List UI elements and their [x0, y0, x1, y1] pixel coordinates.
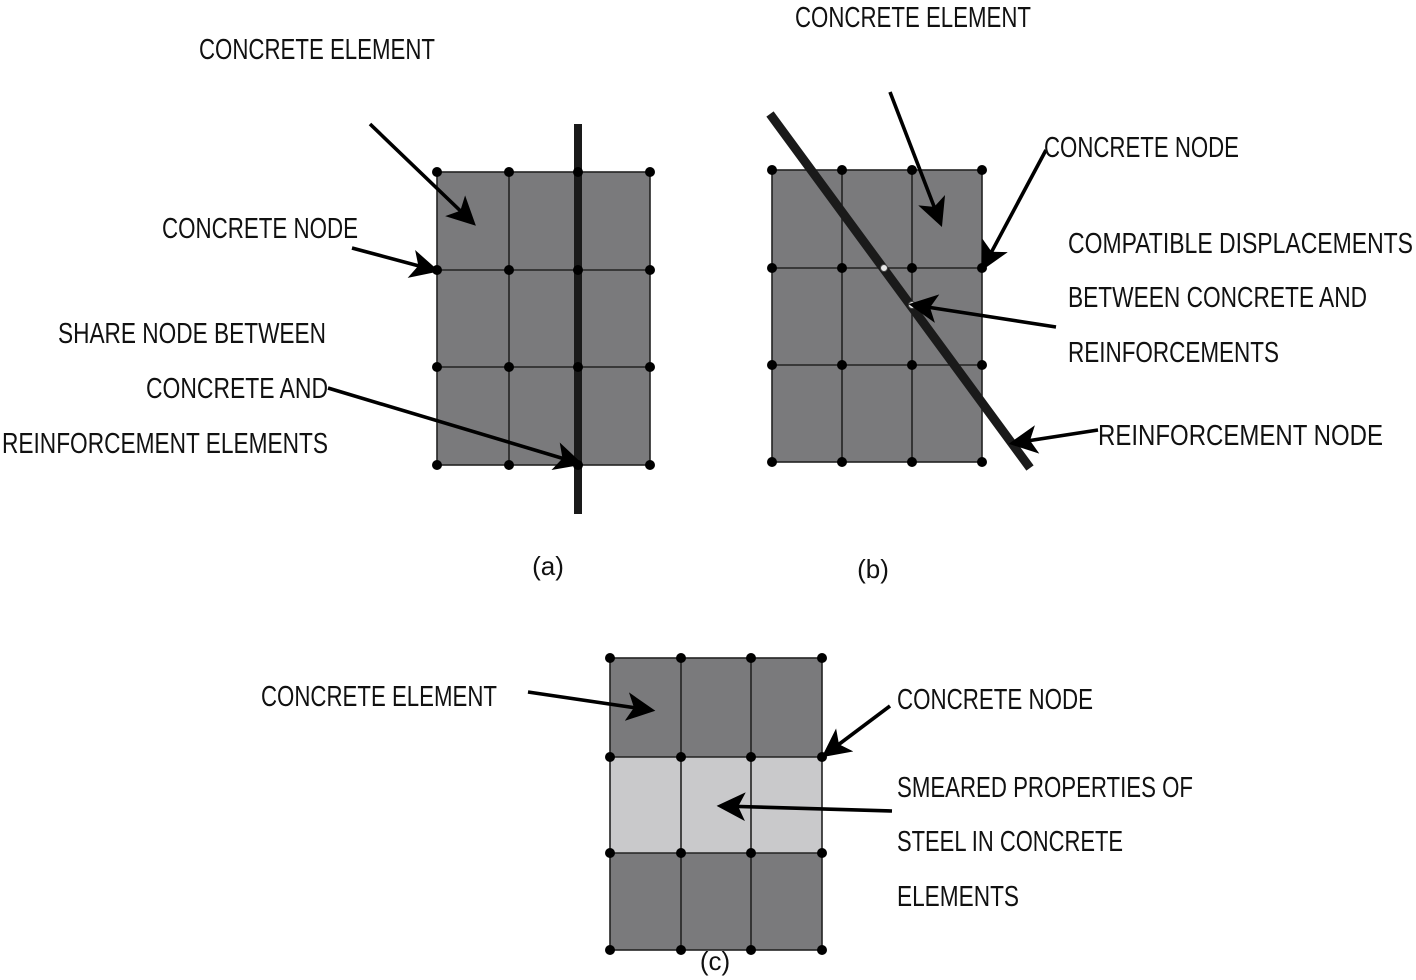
concrete-node [605, 848, 615, 858]
concrete-node [605, 752, 615, 762]
panel-b-mesh [771, 169, 983, 463]
concrete-node [746, 752, 756, 762]
concrete-node [504, 460, 514, 470]
concrete-node [977, 457, 987, 467]
concrete-node [573, 167, 583, 177]
panel-a-mesh [436, 171, 651, 466]
concrete-node [977, 165, 987, 175]
panel-b-reinforcement-node-arrow [1008, 425, 1099, 454]
panel-a-arrows [327, 122, 584, 471]
panel-c-node-arrow [821, 704, 892, 758]
concrete-node [676, 653, 686, 663]
concrete-node [977, 360, 987, 370]
panel-c-concrete-fill-bottom [610, 853, 822, 950]
concrete-node [837, 457, 847, 467]
panel-a-caption: (a) [532, 551, 564, 581]
panel-b-caption: (b) [857, 554, 889, 584]
concrete-node [837, 360, 847, 370]
concrete-node [432, 167, 442, 177]
panel-c-labels: CONCRETE ELEMENT CONCRETE NODE SMEARED P… [261, 681, 1193, 976]
panel-a-labels: CONCRETE ELEMENT CONCRETE NODE SHARE NOD… [2, 34, 564, 581]
concrete-node [907, 360, 917, 370]
concrete-node [432, 460, 442, 470]
concrete-node [645, 167, 655, 177]
panel-c-smeared-line2: STEEL IN CONCRETE [897, 826, 1123, 858]
concrete-node [767, 360, 777, 370]
panel-c-mesh [609, 657, 823, 951]
panel-a-concrete-node-label: CONCRETE NODE [162, 213, 358, 245]
panel-b-nodes [767, 165, 987, 467]
concrete-node [645, 362, 655, 372]
panel-b-concrete-fill [772, 170, 982, 462]
concrete-node [573, 265, 583, 275]
panel-c-concrete-node-label: CONCRETE NODE [897, 684, 1093, 716]
concrete-node [645, 265, 655, 275]
panel-b-labels: CONCRETE ELEMENT CONCRETE NODE COMPATIBL… [795, 2, 1413, 584]
panel-a-share-node-line3: REINFORCEMENT ELEMENTS [2, 428, 328, 460]
panel-b-reinforcement-node-label: REINFORCEMENT NODE [1098, 420, 1383, 452]
panel-c-smeared-arrow [716, 792, 893, 822]
reinforcement-intersection-node [880, 264, 888, 272]
concrete-node [746, 945, 756, 955]
concrete-node [907, 165, 917, 175]
concrete-node [676, 752, 686, 762]
concrete-node [676, 848, 686, 858]
concrete-node [573, 362, 583, 372]
panel-a-shared-node-arrow [327, 386, 584, 471]
panel-c-smeared-line1: SMEARED PROPERTIES OF [897, 772, 1193, 804]
concrete-node [817, 848, 827, 858]
panel-c-concrete-element-label: CONCRETE ELEMENT [261, 681, 497, 713]
concrete-node [837, 263, 847, 273]
concrete-node [504, 167, 514, 177]
concrete-node [746, 653, 756, 663]
panel-b-concrete-node-label: CONCRETE NODE [1044, 132, 1239, 164]
panel-b-concrete-element-label: CONCRETE ELEMENT [795, 2, 1031, 34]
concrete-node [746, 848, 756, 858]
panel-c-smeared-line3: ELEMENTS [897, 881, 1019, 913]
panel-b-compatible-arrow [908, 294, 1057, 329]
panel-b-node-arrow [981, 149, 1048, 271]
panel-c-nodes [605, 653, 827, 955]
panel-a-share-node-line1: SHARE NODE BETWEEN [58, 318, 326, 350]
panel-a-node-arrow [351, 246, 440, 278]
concrete-node [817, 752, 827, 762]
panel-b: CONCRETE ELEMENT CONCRETE NODE COMPATIBL… [766, 2, 1413, 584]
concrete-node [432, 362, 442, 372]
panel-a-element-arrow [368, 122, 476, 226]
concrete-node [767, 457, 777, 467]
panel-a-share-node-line2: CONCRETE AND [146, 373, 328, 405]
panel-c-arrows [527, 690, 893, 822]
concrete-node [605, 653, 615, 663]
concrete-node [767, 165, 777, 175]
panel-b-compatible-line3: REINFORCEMENTS [1068, 337, 1279, 369]
panel-c-mesh-border [609, 657, 823, 951]
panel-a-concrete-fill [437, 172, 650, 465]
concrete-node [817, 945, 827, 955]
panel-c-smeared-fill [610, 757, 822, 853]
concrete-node [676, 945, 686, 955]
panel-c: CONCRETE ELEMENT CONCRETE NODE SMEARED P… [261, 653, 1193, 976]
panel-b-reinforcement-bar [766, 111, 1034, 471]
concrete-node [907, 263, 917, 273]
concrete-node [767, 263, 777, 273]
panel-b-compatible-line2: BETWEEN CONCRETE AND [1068, 282, 1367, 314]
concrete-node [817, 653, 827, 663]
concrete-node [837, 165, 847, 175]
panel-a: CONCRETE ELEMENT CONCRETE NODE SHARE NOD… [2, 34, 655, 581]
concrete-node [504, 265, 514, 275]
panel-a-concrete-element-label: CONCRETE ELEMENT [199, 34, 435, 66]
concrete-node [645, 460, 655, 470]
panel-c-caption: (c) [700, 946, 730, 976]
panel-b-compatible-line1: COMPATIBLE DISPLACEMENTS [1068, 228, 1413, 260]
concrete-node [504, 362, 514, 372]
panel-c-element-arrow [527, 690, 656, 721]
panel-b-element-arrow [888, 91, 946, 228]
panel-a-mesh-border [436, 171, 651, 466]
concrete-node [605, 945, 615, 955]
concrete-node [907, 457, 917, 467]
panel-b-arrows [888, 91, 1099, 454]
